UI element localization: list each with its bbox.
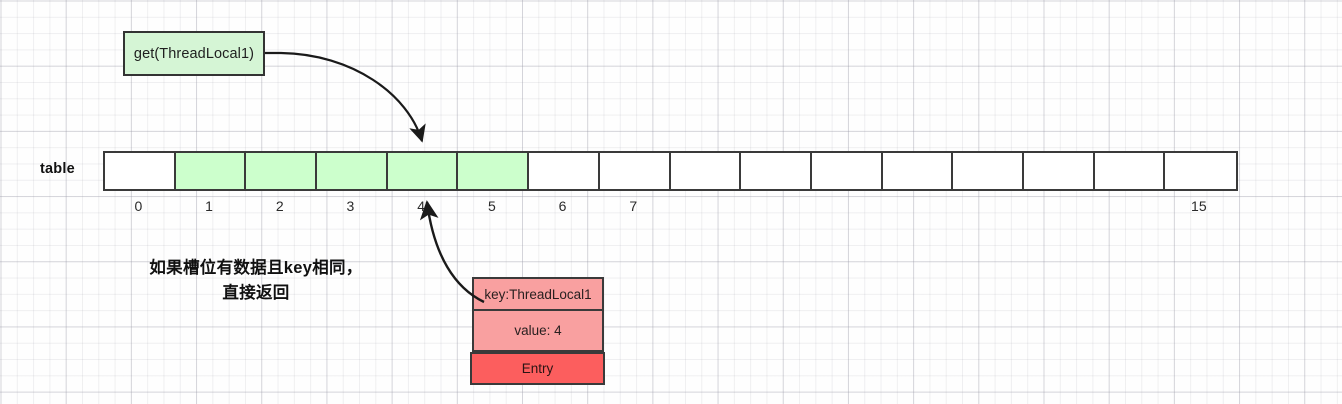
- table-index-15: 15: [1191, 198, 1207, 214]
- entry-title-box: Entry: [470, 352, 605, 385]
- table-index-0: 0: [134, 198, 143, 214]
- table-cell-8: [670, 153, 742, 189]
- table-cell-1: [175, 153, 247, 189]
- table-cell-11: [882, 153, 954, 189]
- note-line-1: 如果槽位有数据且key相同，: [149, 259, 363, 277]
- table-label: table: [40, 161, 75, 177]
- table-cell-3: [317, 153, 388, 189]
- table-index-1: 1: [205, 198, 213, 214]
- table-cell-2: [246, 153, 318, 189]
- entry-key-label: key:ThreadLocal1: [484, 286, 592, 302]
- table-cell-14: [1094, 153, 1166, 189]
- call-to-slot-arrow: [265, 51, 426, 143]
- table-index-4: 4: [417, 198, 426, 214]
- entry-value-box: value: 4: [472, 311, 604, 352]
- call-box-label: get(ThreadLocal1): [133, 45, 255, 62]
- table-row: [103, 151, 1238, 191]
- note-line-2: 直接返回: [222, 284, 290, 302]
- explanation-note: 如果槽位有数据且key相同， 直接返回: [118, 256, 394, 306]
- table-cell-12: [953, 153, 1024, 189]
- table-cell-9: [741, 153, 812, 189]
- table-cell-7: [599, 153, 671, 189]
- table-cell-5: [458, 153, 530, 189]
- table-cell-6: [529, 153, 600, 189]
- entry-key-box: key:ThreadLocal1: [472, 277, 604, 311]
- table-cell-13: [1023, 153, 1095, 189]
- table-cell-4: [387, 153, 459, 189]
- get-threadlocal-call-box: get(ThreadLocal1): [123, 31, 265, 76]
- table-cell-15: [1165, 153, 1236, 189]
- table-index-3: 3: [346, 198, 355, 214]
- table-cell-10: [811, 153, 883, 189]
- table-index-6: 6: [558, 198, 567, 214]
- entry-value-label: value: 4: [514, 323, 562, 338]
- entry-title-label: Entry: [521, 361, 554, 376]
- table-index-7: 7: [629, 198, 638, 214]
- table-index-5: 5: [487, 198, 496, 214]
- table-cell-0: [105, 153, 176, 189]
- table-index-2: 2: [275, 198, 284, 214]
